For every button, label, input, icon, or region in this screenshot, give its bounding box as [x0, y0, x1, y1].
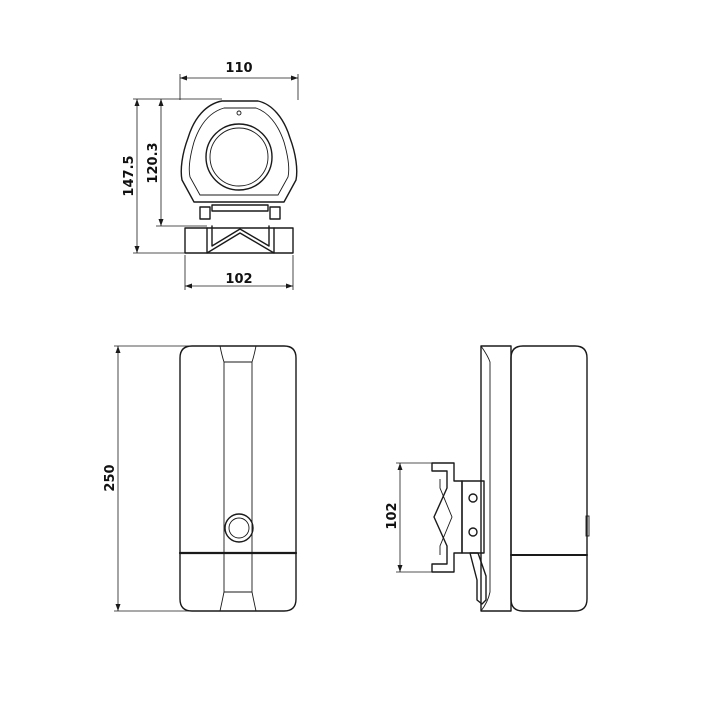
front-view: 250 — [103, 345, 298, 612]
dim-label-250: 250 — [103, 464, 118, 491]
mount-base — [211, 204, 269, 212]
side-clip — [469, 552, 487, 605]
dim-bracket-width-102: 102 — [184, 255, 294, 290]
dim-body-height-250: 250 — [103, 345, 192, 612]
button-outer — [224, 513, 254, 543]
side-port — [585, 515, 590, 537]
indicator-dot — [236, 110, 242, 116]
side-body-outline — [510, 345, 588, 612]
screw-top — [468, 493, 478, 503]
bracket-plate — [184, 227, 294, 254]
dim-height-147-5: 147.5 — [122, 98, 222, 254]
body-outline — [179, 345, 297, 612]
side-bracket-inner — [439, 479, 453, 555]
dim-label-102-side: 102 — [385, 502, 400, 529]
side-bracket-v — [431, 462, 463, 573]
back-plate-curve — [480, 345, 491, 612]
head-inner-face — [188, 107, 290, 196]
dim-width-110: 110 — [179, 61, 299, 100]
lens-inner-ring — [209, 127, 269, 187]
screw-bottom — [468, 527, 478, 537]
mount-block-right — [269, 206, 281, 220]
channel-right-edge — [251, 345, 257, 612]
dim-label-110: 110 — [225, 61, 252, 76]
top-view: 110 147.5 120.3 102 — [122, 61, 299, 290]
button-inner — [228, 517, 250, 539]
bracket-v-inner — [211, 225, 270, 247]
lens-outer-ring — [205, 123, 273, 191]
dim-label-120-3: 120.3 — [146, 142, 161, 183]
dim-height-120-3: 120.3 — [146, 99, 207, 227]
dim-bracket-height-102: 102 — [385, 462, 432, 573]
head-outer-shell — [180, 100, 298, 203]
bracket-v-channel — [206, 227, 275, 254]
mount-block-left — [199, 206, 211, 220]
channel-left-edge — [219, 345, 225, 612]
back-plate — [480, 345, 512, 612]
side-view: 102 — [385, 345, 590, 612]
dim-label-102-top: 102 — [225, 272, 252, 287]
dim-label-147-5: 147.5 — [122, 155, 137, 196]
